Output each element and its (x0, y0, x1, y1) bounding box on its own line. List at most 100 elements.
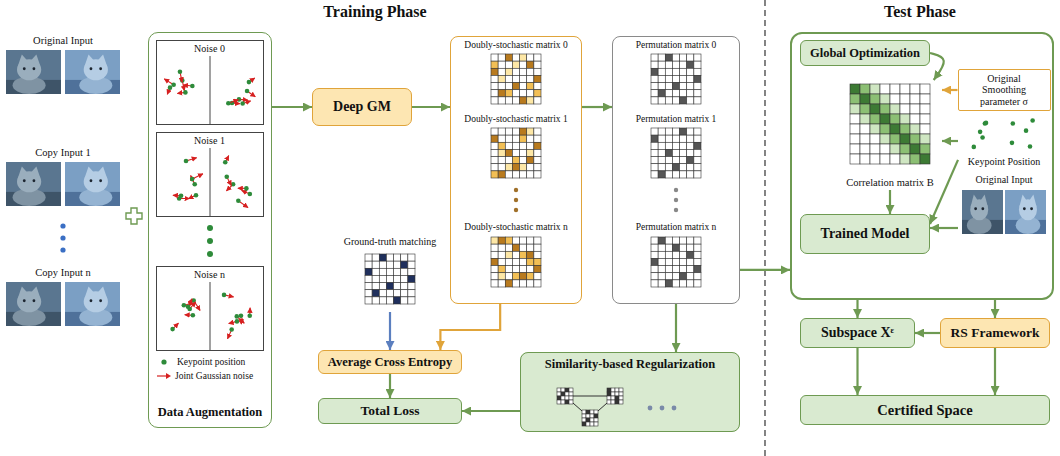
matrix-cell (920, 134, 930, 144)
matrix-cell (386, 261, 393, 268)
matrix-cell (365, 297, 372, 304)
keypoint-dot (1028, 144, 1033, 149)
matrix-cell (557, 388, 561, 392)
matrix-cell (365, 290, 372, 297)
matrix-cell (694, 54, 701, 61)
matrix-cell (491, 258, 498, 265)
flow-arrow (412, 106, 450, 108)
matrix-cell (870, 114, 880, 124)
matrix-cell (665, 90, 672, 97)
matrix-cell (590, 410, 594, 414)
matrix-cell (512, 251, 519, 258)
matrix-cell (619, 396, 623, 400)
matrix-cell (694, 266, 701, 273)
matrix-cell (520, 251, 527, 258)
ellipsis-dot (514, 198, 518, 202)
label-slot: Training Phase (323, 3, 426, 21)
keypoint-dot (190, 177, 195, 182)
matrix-cell (365, 254, 372, 261)
matrix-cell (658, 273, 665, 280)
node-text: Original Smoothing parameter σ (965, 73, 1044, 108)
matrix-cell (687, 273, 694, 280)
matrix-cell (491, 83, 498, 90)
matrix-cell (569, 392, 573, 396)
cat-eye (23, 67, 26, 70)
matrix-cell (505, 258, 512, 265)
matrix-cell (520, 171, 527, 178)
matrix-cell (694, 237, 701, 244)
matrix-cell (920, 84, 930, 94)
matrix-cell (498, 128, 505, 135)
matrix-group: Permutation matrix 0Permutation matrix 1… (612, 36, 740, 304)
matrix-cell (372, 275, 379, 282)
matrix-cell (850, 144, 860, 154)
matrix-cell (520, 164, 527, 171)
keypoint-dot (192, 182, 197, 187)
matrix-cell (512, 266, 519, 273)
test-phase-panel: Global OptimizationCorrelation matrix BO… (790, 32, 1054, 300)
matrix-cell (498, 68, 505, 75)
matrix-cell (505, 128, 512, 135)
matrix-cell (594, 410, 598, 414)
loss-box: Total Loss (318, 398, 462, 424)
keypoint-dot (239, 313, 244, 318)
matrix-cell (850, 84, 860, 94)
matrix-cell (505, 142, 512, 149)
flow-arrow (942, 140, 958, 142)
matrix-cell (557, 396, 561, 400)
matrix-cell (651, 54, 658, 61)
matrix-cell (890, 104, 900, 114)
cat-eye (90, 299, 93, 302)
matrix-cell (582, 422, 586, 426)
matrix-cell (408, 275, 415, 282)
keypoint-dot (184, 159, 189, 164)
matrix-cell (900, 104, 910, 114)
matrix-cell (651, 97, 658, 104)
matrix-cell (498, 61, 505, 68)
matrix-cell (491, 54, 498, 61)
matrix-cell (401, 268, 408, 275)
matrix-cell (687, 164, 694, 171)
matrix-cell (900, 154, 910, 164)
matrix-cell (665, 75, 672, 82)
matrix-cell (658, 128, 665, 135)
matrix-cell (611, 388, 615, 392)
matrix-cell (594, 422, 598, 426)
matrix-cell (890, 134, 900, 144)
matrix-cell (870, 84, 880, 94)
matrix-cell (534, 171, 541, 178)
photo-ground (962, 190, 1003, 234)
matrix-cell (408, 283, 415, 290)
matrix-cell (365, 275, 372, 282)
matrix-cell (408, 268, 415, 275)
matrix-cell (491, 266, 498, 273)
legend-text: Joint Gaussian noise (175, 371, 253, 382)
matrix-cell (658, 237, 665, 244)
keypoint-dot (1030, 118, 1035, 123)
cat-head (1019, 199, 1037, 220)
matrix-cell (860, 94, 870, 104)
matrix-cell (379, 283, 386, 290)
matrix-cell (658, 83, 665, 90)
matrix-cell (651, 68, 658, 75)
cat-head (17, 171, 41, 192)
matrix-cell (512, 164, 519, 171)
ellipsis-dot (674, 198, 678, 202)
matrix-cell (658, 244, 665, 251)
cat-eye (90, 179, 93, 182)
matrix-cell (527, 171, 534, 178)
matrix-cell (658, 258, 665, 265)
panel-divider (210, 282, 211, 350)
matrix-cell (527, 273, 534, 280)
matrix-cell (512, 237, 519, 244)
flow-arrow (389, 312, 391, 350)
matrix-cell (680, 266, 687, 273)
matrix-cell (512, 61, 519, 68)
matrix-cell (565, 392, 569, 396)
matrix-cell (512, 128, 519, 135)
matrix-cell (520, 128, 527, 135)
node-text: Permutation matrix n (636, 222, 717, 233)
matrix-cell (505, 266, 512, 273)
matrix-cell (910, 124, 920, 134)
matrix-cell (672, 266, 679, 273)
